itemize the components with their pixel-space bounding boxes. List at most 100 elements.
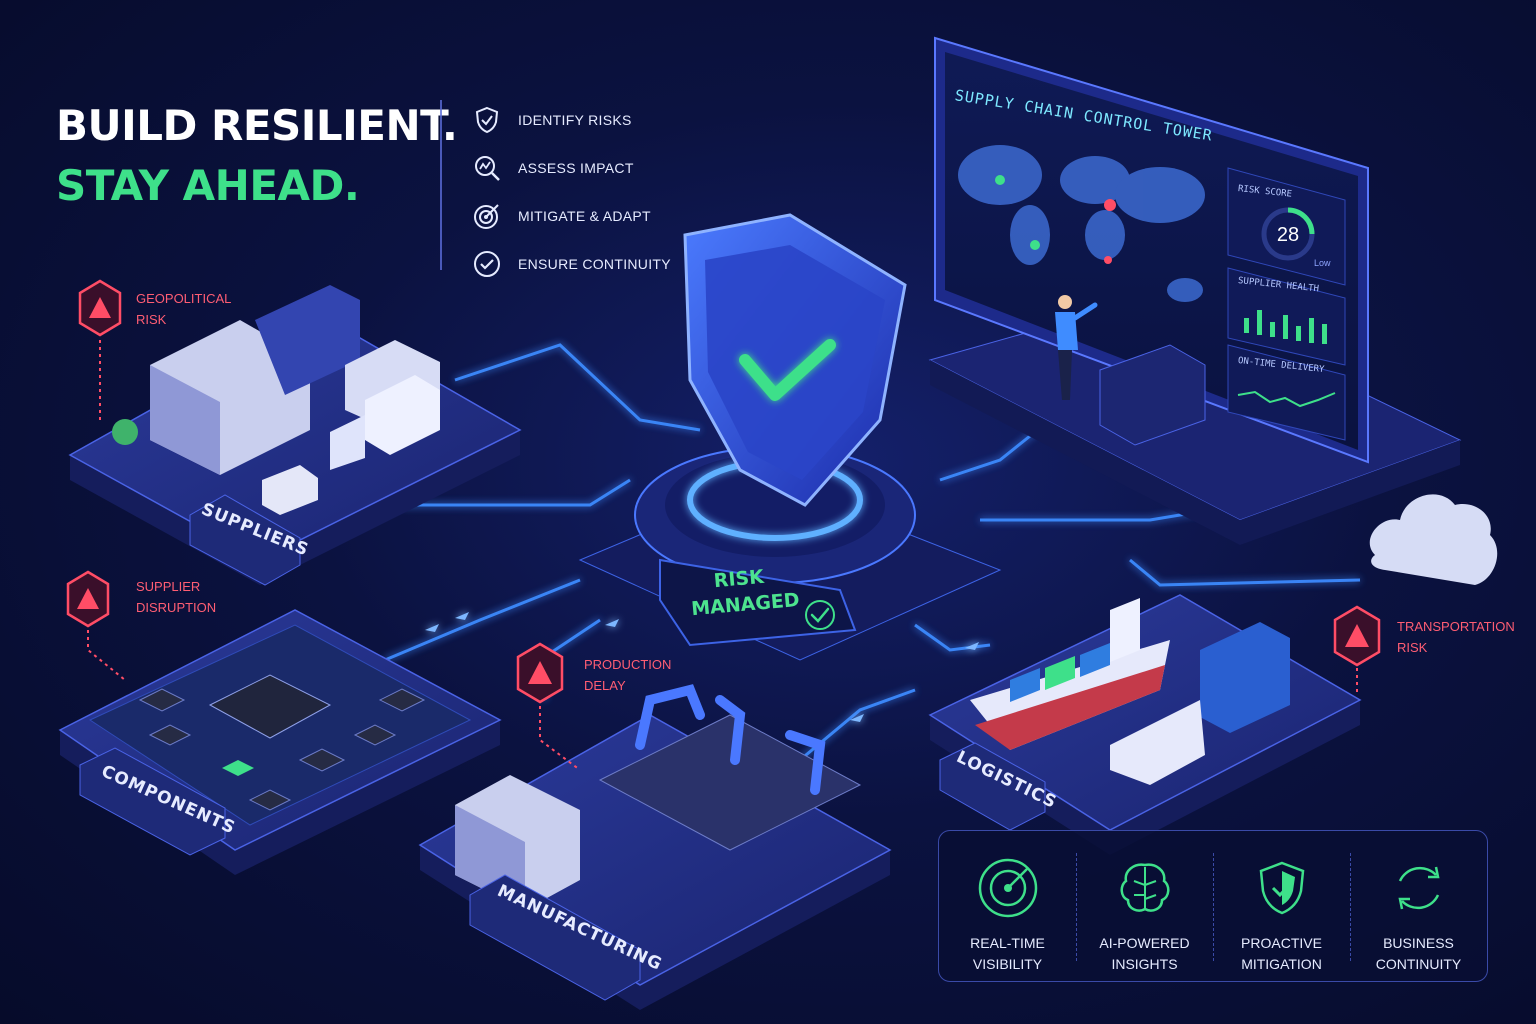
shield-check-icon <box>739 339 836 401</box>
production-risk-marker <box>516 642 581 771</box>
robot-arm-right <box>785 730 826 795</box>
step-identify-risks: IDENTIFY RISKS <box>472 96 671 144</box>
link-components-hub <box>384 578 581 662</box>
risk-markers <box>66 279 1381 771</box>
warning-icon <box>528 661 552 684</box>
robot-arm-left <box>635 684 705 750</box>
headline-line-1: BUILD RESILIENT. <box>56 101 458 150</box>
label-plate <box>469 874 641 1001</box>
steps-list: IDENTIFY RISKS ASSESS IMPACT MITIGATE & … <box>472 96 671 288</box>
shield-inner <box>705 245 885 480</box>
crates <box>262 465 318 515</box>
console <box>1099 344 1206 446</box>
cloud-icon <box>1369 494 1498 585</box>
step-label: ENSURE CONTINUITY <box>518 256 671 272</box>
factory-annex <box>255 285 360 395</box>
link-right-cloud <box>1129 558 1361 587</box>
connection-lines <box>384 343 1361 762</box>
transportation-risk-marker <box>1333 605 1381 695</box>
green-chip <box>222 760 254 776</box>
map-markers <box>995 175 1116 264</box>
components-platform <box>58 609 502 875</box>
panel-on-time <box>1227 344 1346 441</box>
shield-icon <box>1259 861 1304 915</box>
ship-hull <box>975 665 1165 750</box>
geopolitical-risk-marker <box>78 279 122 420</box>
risk-managed-plate <box>659 558 857 647</box>
magnifier-chart-icon <box>475 156 500 181</box>
brain-icon <box>1120 863 1169 912</box>
ship-bridge <box>1110 598 1140 662</box>
headline: BUILD RESILIENT. STAY AHEAD. <box>56 96 458 216</box>
factory-front <box>150 365 220 475</box>
manufacturing-platform <box>418 684 892 1010</box>
transportation-risk-label: TRANSPORTATION RISK <box>1397 619 1515 655</box>
cpu-chip <box>208 674 332 739</box>
flow-arrow <box>965 642 979 650</box>
flow-arrow <box>425 624 439 632</box>
step-label: ASSESS IMPACT <box>518 160 634 176</box>
warning-icon <box>1345 624 1369 647</box>
chips <box>138 688 426 811</box>
world-map <box>958 145 1205 302</box>
flow-arrow <box>850 714 864 722</box>
truck-cab <box>330 415 365 470</box>
truck <box>1110 700 1205 785</box>
step-label: MITIGATE & ADAPT <box>518 208 651 224</box>
risk-score-value: 28 <box>1276 224 1300 246</box>
link-hub-logistics <box>914 623 991 652</box>
tree <box>112 419 138 445</box>
container-stack <box>1200 622 1290 733</box>
on-time-trend <box>1237 390 1336 408</box>
link-suppliers-hub <box>400 478 631 507</box>
supplier-risk-marker <box>66 570 126 681</box>
geopolitical-risk-label: GEOPOLITICAL RISK <box>136 291 232 327</box>
production-delay-label: PRODUCTION DELAY <box>584 657 672 693</box>
flow-arrow <box>455 612 469 620</box>
central-hub <box>578 213 1002 661</box>
headline-line-2: STAY AHEAD. <box>56 161 360 210</box>
logistics-platform <box>928 594 1362 855</box>
control-tower <box>928 36 1462 545</box>
step-label: IDENTIFY RISKS <box>518 112 632 128</box>
warning-icon <box>89 297 111 318</box>
check-circle-icon <box>474 251 500 277</box>
radar-icon <box>978 858 1037 918</box>
label-plate <box>79 747 226 856</box>
score-gauge-fill <box>1287 207 1315 235</box>
panel-risk-score <box>1227 167 1346 286</box>
suppliers-platform <box>68 285 522 586</box>
risk-score-level: Low <box>1314 258 1331 268</box>
robot-arm-mid <box>715 695 746 765</box>
truck-cargo <box>365 375 440 455</box>
shield-check-icon <box>475 106 499 134</box>
tower-base-side <box>930 360 1460 545</box>
label-plate <box>189 494 301 586</box>
label-plate <box>939 742 1046 831</box>
headline-divider <box>440 100 442 270</box>
risk-managed-text: RISK MANAGED <box>690 565 801 621</box>
cycle-icon <box>1397 866 1440 910</box>
screen <box>945 52 1358 450</box>
plate-check-mark-icon <box>810 607 830 623</box>
warning-icon <box>77 588 99 609</box>
plate-check-circle-icon <box>805 600 835 630</box>
step-ensure-continuity: ENSURE CONTINUITY <box>472 240 671 288</box>
health-bars <box>1244 310 1327 344</box>
person <box>1055 295 1098 400</box>
target-icon <box>474 204 499 229</box>
containers <box>1010 643 1110 702</box>
step-mitigate-adapt: MITIGATE & ADAPT <box>472 192 671 240</box>
supplier-disruption-label: SUPPLIER DISRUPTION <box>136 579 217 615</box>
flow-arrow <box>605 619 619 627</box>
link-top-hub <box>454 343 701 432</box>
